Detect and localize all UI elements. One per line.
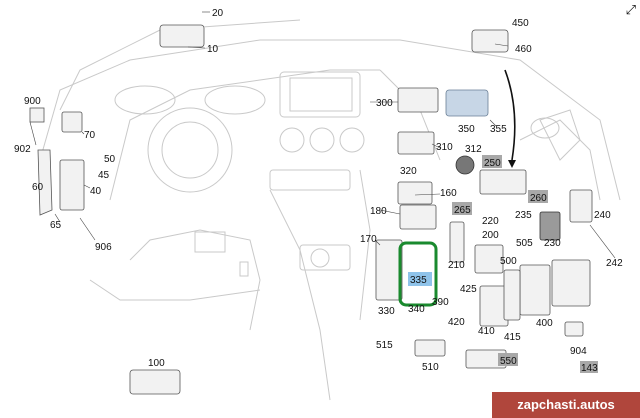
part-300-shape — [397, 87, 439, 113]
part-400-shape — [519, 264, 551, 316]
part-900-shape — [29, 107, 45, 123]
label-510: 510 — [422, 362, 439, 373]
label-70: 70 — [84, 130, 96, 141]
part-170-shape — [375, 239, 403, 301]
part-160-shape — [397, 181, 433, 205]
label-200: 200 — [482, 230, 499, 241]
label-450: 450 — [512, 18, 529, 29]
part-312-shape — [455, 155, 475, 175]
label-50: 50 — [104, 154, 116, 165]
part-shapes — [29, 24, 593, 395]
expand-icon[interactable]: ⤢ — [625, 2, 636, 17]
dashboard-outline — [39, 19, 621, 401]
highlight-frame — [398, 241, 438, 307]
part-100-shape — [129, 369, 181, 395]
label-550: 550 — [500, 356, 517, 367]
label-902: 902 — [14, 144, 31, 155]
label-420: 420 — [448, 317, 465, 328]
label-330: 330 — [378, 306, 395, 317]
highlight-label-box — [408, 272, 432, 286]
label-250: 250 — [484, 158, 501, 169]
part-230-shape — [539, 211, 561, 241]
label-100: 100 — [148, 358, 165, 369]
label-415: 415 — [504, 332, 521, 343]
part-415-shape — [503, 269, 521, 321]
label-410: 410 — [478, 326, 495, 337]
callout-arrow — [504, 69, 516, 161]
label-180: 180 — [370, 206, 387, 217]
label-220: 220 — [482, 216, 499, 227]
label-320: 320 — [400, 166, 417, 177]
part-40-shape — [59, 159, 85, 211]
part-60-shape — [37, 149, 53, 216]
label-210: 210 — [448, 260, 465, 271]
part-labels: 20 10 450 460 900 902 70 50 45 40 60 65 … — [14, 8, 623, 374]
label-10: 10 — [207, 44, 219, 55]
label-260: 260 — [530, 193, 547, 204]
watermark-badge: zapchasti.autos — [492, 392, 640, 418]
label-45: 45 — [98, 170, 110, 181]
arrow-head — [508, 160, 516, 168]
label-335: 335 — [410, 275, 427, 286]
part-400b-shape — [551, 259, 591, 307]
part-240-shape — [569, 189, 593, 223]
label-143: 143 — [581, 363, 598, 374]
shaded-label-boxes — [452, 155, 598, 373]
label-312: 312 — [465, 144, 482, 155]
part-510-shape — [414, 339, 446, 357]
label-904: 904 — [570, 346, 587, 357]
part-310-shape — [397, 131, 435, 155]
label-20: 20 — [212, 8, 224, 19]
leader-lines — [29, 11, 616, 259]
part-904-shape — [564, 321, 584, 337]
part-350-shape — [445, 89, 489, 117]
label-240: 240 — [594, 210, 611, 221]
label-906: 906 — [95, 242, 112, 253]
part-70-shape — [61, 111, 83, 133]
label-350: 350 — [458, 124, 475, 135]
part-460-shape — [471, 29, 509, 53]
label-400: 400 — [536, 318, 553, 329]
label-242: 242 — [606, 258, 623, 269]
label-505: 505 — [516, 238, 533, 249]
label-235: 235 — [515, 210, 532, 221]
label-500: 500 — [500, 256, 517, 267]
label-460: 460 — [515, 44, 532, 55]
label-515: 515 — [376, 340, 393, 351]
label-160: 160 — [440, 188, 457, 199]
part-500-shape — [474, 244, 504, 274]
label-390: 390 — [432, 297, 449, 308]
label-65: 65 — [50, 220, 62, 231]
label-900: 900 — [24, 96, 41, 107]
part-10-shape — [159, 24, 205, 48]
part-180-shape — [399, 204, 437, 230]
label-230: 230 — [544, 238, 561, 249]
label-60: 60 — [32, 182, 44, 193]
label-310: 310 — [436, 142, 453, 153]
label-170: 170 — [360, 234, 377, 245]
label-300: 300 — [376, 98, 393, 109]
part-250-shape — [479, 169, 527, 195]
label-355: 355 — [490, 124, 507, 135]
part-210-shape — [449, 221, 465, 263]
label-425: 425 — [460, 284, 477, 295]
label-340: 340 — [408, 304, 425, 315]
label-265: 265 — [454, 205, 471, 216]
label-40: 40 — [90, 186, 102, 197]
